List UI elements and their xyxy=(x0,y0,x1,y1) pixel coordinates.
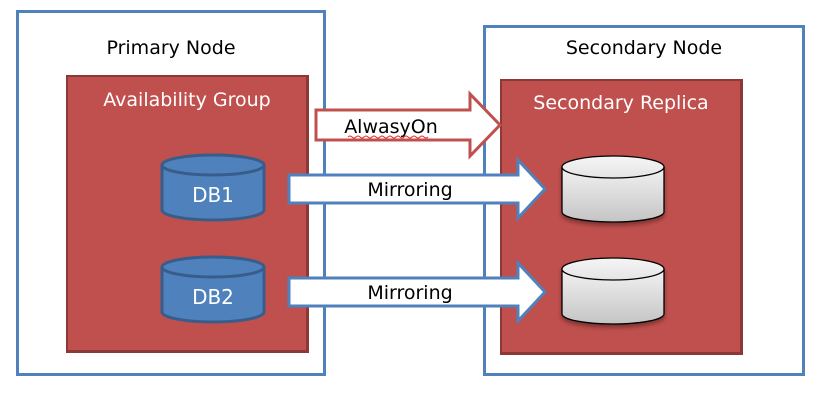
replica-db2-cylinder xyxy=(561,257,665,325)
replica-db1-cylinder xyxy=(561,155,665,223)
primary-node-title: Primary Node xyxy=(106,37,236,59)
secondary-replica-title: Secondary Replica xyxy=(533,92,709,114)
mirroring-label-1: Mirroring xyxy=(367,179,452,201)
db2-label: DB2 xyxy=(192,285,234,309)
db1-cylinder: DB1 xyxy=(160,153,266,222)
db2-cylinder: DB2 xyxy=(160,255,266,324)
alwayson-arrow: AlwasyOn xyxy=(314,90,503,160)
mirroring-arrow-2: Mirroring xyxy=(287,259,548,325)
db1-label: DB1 xyxy=(192,183,234,207)
spellcheck-underline xyxy=(347,135,429,139)
alwayson-label: AlwasyOn xyxy=(344,116,438,138)
availability-group-title: Availability Group xyxy=(103,89,271,111)
mirroring-arrow-1: Mirroring xyxy=(287,156,548,222)
secondary-node-title: Secondary Node xyxy=(565,37,723,59)
mirroring-label-2: Mirroring xyxy=(367,282,452,304)
